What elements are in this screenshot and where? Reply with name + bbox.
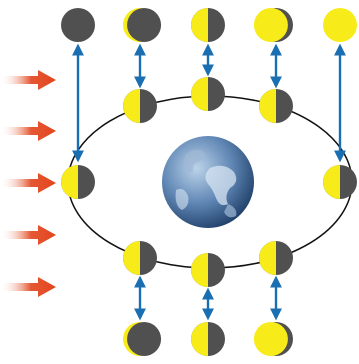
orbit-moons bbox=[61, 77, 357, 287]
orbit-moon-left bbox=[61, 165, 95, 199]
sunlight-arrow-icon bbox=[0, 70, 56, 90]
orbit-moon-bottom-right bbox=[259, 241, 293, 275]
observed-moons bbox=[61, 8, 357, 356]
first-quarter-icon bbox=[191, 8, 225, 42]
full-moon-icon bbox=[323, 8, 357, 42]
view-links bbox=[72, 43, 346, 321]
orbit-moon-bottom-left bbox=[123, 241, 157, 275]
sunlight-arrow-icon bbox=[0, 277, 56, 297]
earth-globe-icon bbox=[162, 136, 254, 228]
waning-crescent-icon bbox=[123, 322, 162, 356]
sunlight-arrow-icon bbox=[0, 225, 56, 245]
orbit-moon-top-center bbox=[191, 77, 225, 111]
orbit-moon-right bbox=[323, 165, 357, 199]
sunlight-arrow-icon bbox=[0, 173, 56, 193]
sunlight-arrow-icon bbox=[0, 121, 56, 141]
waning-gibbous-icon bbox=[253, 322, 293, 356]
new-moon-icon bbox=[61, 8, 95, 42]
last-quarter-icon bbox=[191, 322, 225, 356]
waxing-gibbous-icon bbox=[253, 8, 293, 42]
orbit-moon-top-right bbox=[259, 89, 293, 123]
orbit-moon-first-quarter-top-left bbox=[123, 89, 157, 123]
sunlight-arrows bbox=[0, 70, 56, 297]
waxing-crescent-icon bbox=[123, 8, 162, 42]
orbit-moon-bottom-center bbox=[191, 253, 225, 287]
